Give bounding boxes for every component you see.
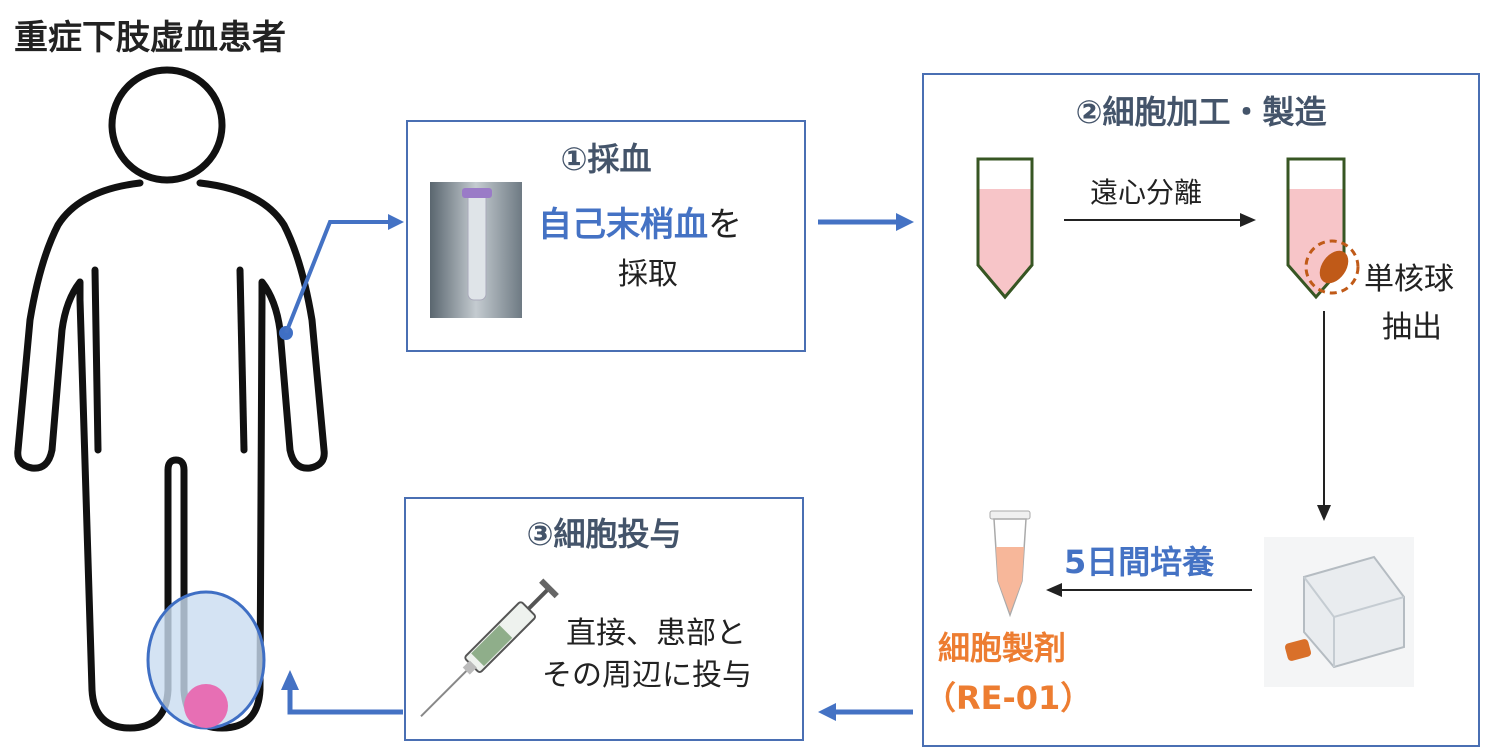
step1-suffix: を <box>708 205 742 245</box>
culture-label: 5日間培養 <box>1064 543 1215 581</box>
centrifuge-tube-icon <box>976 157 1034 300</box>
centrifuge-label: 遠心分離 <box>1090 176 1203 209</box>
step3-panel: ③細胞投与 直接、患部と その周辺に投与 <box>404 497 804 741</box>
extract-line2: 抽出 <box>1382 310 1442 345</box>
blood-tube-icon <box>430 182 522 318</box>
product-line1: 細胞製剤 <box>938 629 1067 667</box>
step1-line2: 採取 <box>618 257 678 292</box>
step1-title: ①採血 <box>560 140 652 178</box>
step3-title: ③細胞投与 <box>526 515 682 553</box>
step3-line2: その周辺に投与 <box>542 658 752 693</box>
culture-flask-icon <box>1264 537 1414 687</box>
culture-arrow <box>1046 583 1252 597</box>
lesion-dot <box>184 684 228 728</box>
separated-tube-icon <box>1286 157 1360 300</box>
syringe-icon <box>420 578 559 718</box>
centrifuge-arrow <box>1064 213 1256 227</box>
step2-title: ②細胞加工・製造 <box>1075 93 1327 131</box>
step1-panel: ①採血 自己末梢血を 採取 <box>406 120 806 352</box>
patient-title: 重症下肢虚血患者 <box>14 18 286 58</box>
step2-panel: ②細胞加工・製造 遠心分離 単核球 抽出 5日間培養 <box>922 73 1480 747</box>
step1-highlight: 自己末梢血 <box>538 205 708 245</box>
extract-line1: 単核球 <box>1364 262 1454 297</box>
product-line2: （RE-01） <box>924 679 1093 717</box>
extract-arrow <box>1317 311 1331 521</box>
microtube-icon <box>989 510 1031 618</box>
step3-line1: 直接、患部と <box>566 616 746 651</box>
